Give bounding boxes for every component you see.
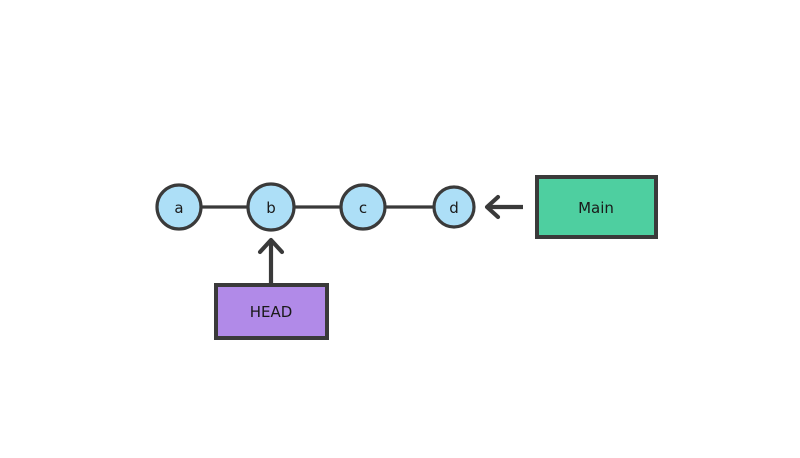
head-label: HEAD	[250, 303, 293, 321]
main-branch-box[interactable]: Main	[535, 175, 658, 239]
main-branch-label: Main	[578, 199, 614, 217]
commit-nodes: a b c d	[155, 182, 476, 232]
commit-circle-a[interactable]	[155, 183, 203, 231]
commit-node-b[interactable]: b	[246, 182, 296, 232]
main-branch-rect[interactable]	[535, 175, 658, 239]
head-arrow-head	[257, 237, 285, 255]
head-arrow-icon	[257, 237, 285, 284]
commit-circle-c[interactable]	[339, 183, 387, 231]
commit-node-a[interactable]: a	[155, 183, 203, 231]
commit-circle-b[interactable]	[246, 182, 296, 232]
commit-label-c: c	[359, 199, 367, 217]
commit-label-a: a	[174, 199, 183, 217]
commit-label-b: b	[266, 199, 276, 217]
commit-label-d: d	[449, 199, 459, 217]
commit-node-d[interactable]: d	[432, 185, 476, 229]
head-rect[interactable]	[214, 283, 329, 340]
head-box[interactable]: HEAD	[214, 283, 329, 340]
commit-node-c[interactable]: c	[339, 183, 387, 231]
commit-circle-d[interactable]	[432, 185, 476, 229]
main-branch-arrow-icon	[484, 194, 523, 220]
main-arrow-head	[484, 194, 501, 220]
